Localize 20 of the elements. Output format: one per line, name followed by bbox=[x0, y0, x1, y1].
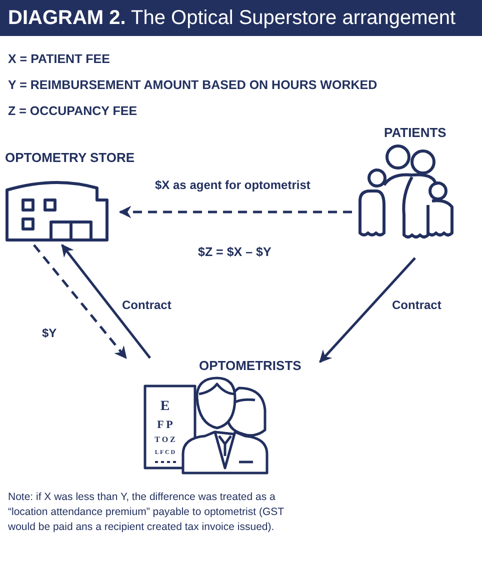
dashed-arrow bbox=[33, 244, 128, 359]
formula-text: $Z = $X – $Y bbox=[198, 245, 272, 259]
node-heading: OPTOMETRY STORE bbox=[5, 150, 135, 165]
note-text: Note: if X was less than Y, the difference was treated as a “location attendance premium” payable to optometrist (GST would be paid ans a recipient created tax invoice issued). bbox=[8, 490, 285, 535]
edge-label: Contract bbox=[122, 298, 172, 312]
dashed-arrow bbox=[118, 206, 352, 218]
eye-chart-letters: E bbox=[160, 399, 170, 414]
node-heading: OPTOMETRISTS bbox=[199, 358, 302, 373]
arrow bbox=[319, 257, 416, 363]
eye-chart-letters: T O Z bbox=[154, 435, 176, 444]
eye-chart-letters: F P bbox=[157, 419, 173, 431]
edge-label: $X as agent for optometrist bbox=[155, 178, 310, 192]
arrow bbox=[61, 244, 152, 359]
definition-text: Z = OCCUPANCY FEE bbox=[8, 104, 138, 118]
title-bar: DIAGRAM 2. The Optical Superstore arrangement bbox=[0, 0, 482, 36]
edge-label: Contract bbox=[392, 298, 442, 312]
edge-label: $Y bbox=[42, 326, 57, 340]
definition-text: Y = REIMBURSEMENT AMOUNT BASED ON HOURS WORKED bbox=[8, 78, 378, 92]
definition-text: X = PATIENT FEE bbox=[8, 52, 110, 66]
node-heading: PATIENTS bbox=[384, 125, 446, 140]
